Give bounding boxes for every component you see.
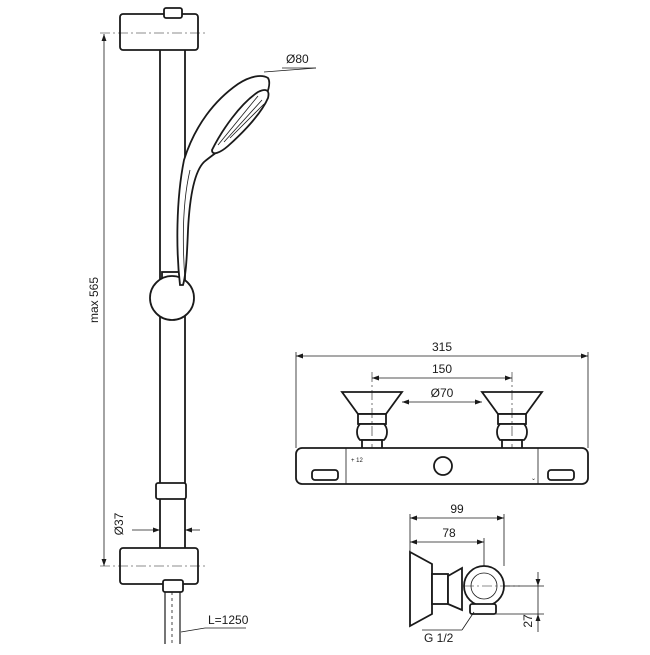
valve-front-view: + 12 ⌄ 315 150 Ø70 [295,340,589,485]
side-wall-flange [409,550,463,628]
rail-height-dimension: max 565 [87,34,107,566]
rail-coupling [155,482,187,500]
showerhead-diameter-label: Ø80 [286,52,309,66]
valve-side-view: 99 78 27 G 1/2 [409,502,544,645]
shower-hose [164,592,181,644]
outlet-height-label: 27 [521,614,535,628]
side-body [463,565,520,615]
escutcheon-diameter-label: Ø70 [431,386,454,400]
left-escutcheon [340,372,404,470]
projection-total-dimension: 99 [409,502,505,566]
svg-text:⌄: ⌄ [531,476,536,482]
hose-length-callout: L=1250 [180,613,249,633]
valve-width-dimension: 315 [295,340,589,448]
inlet-centres-label: 150 [432,362,452,376]
bottom-wall-bracket [100,547,208,593]
projection-body-label: 78 [442,526,456,540]
top-wall-bracket [100,7,208,51]
svg-text:+ 12: + 12 [351,458,364,464]
escutcheon-diameter-callout: Ø70 [402,386,482,405]
rail-height-label: max 565 [87,277,101,323]
projection-body-dimension: 78 [410,526,485,566]
outlet-height-dimension: 27 [490,572,544,632]
inlet-centres-dimension: 150 [372,362,512,381]
projection-total-label: 99 [450,502,464,516]
hand-shower [176,75,271,286]
rail-slider [149,271,195,321]
rail-diameter-label: Ø37 [112,512,126,535]
valve-body: + 12 ⌄ [295,447,589,485]
shower-rail-set: max 565 Ø80 Ø37 L=1250 [87,7,317,644]
connection-thread-label: G 1/2 [424,631,454,645]
showerhead-diameter-callout: Ø80 [263,52,317,73]
hose-length-label: L=1250 [208,613,249,627]
valve-width-label: 315 [432,340,452,354]
connection-thread-callout: G 1/2 [422,611,475,645]
rail-diameter-callout: Ø37 [112,512,200,540]
